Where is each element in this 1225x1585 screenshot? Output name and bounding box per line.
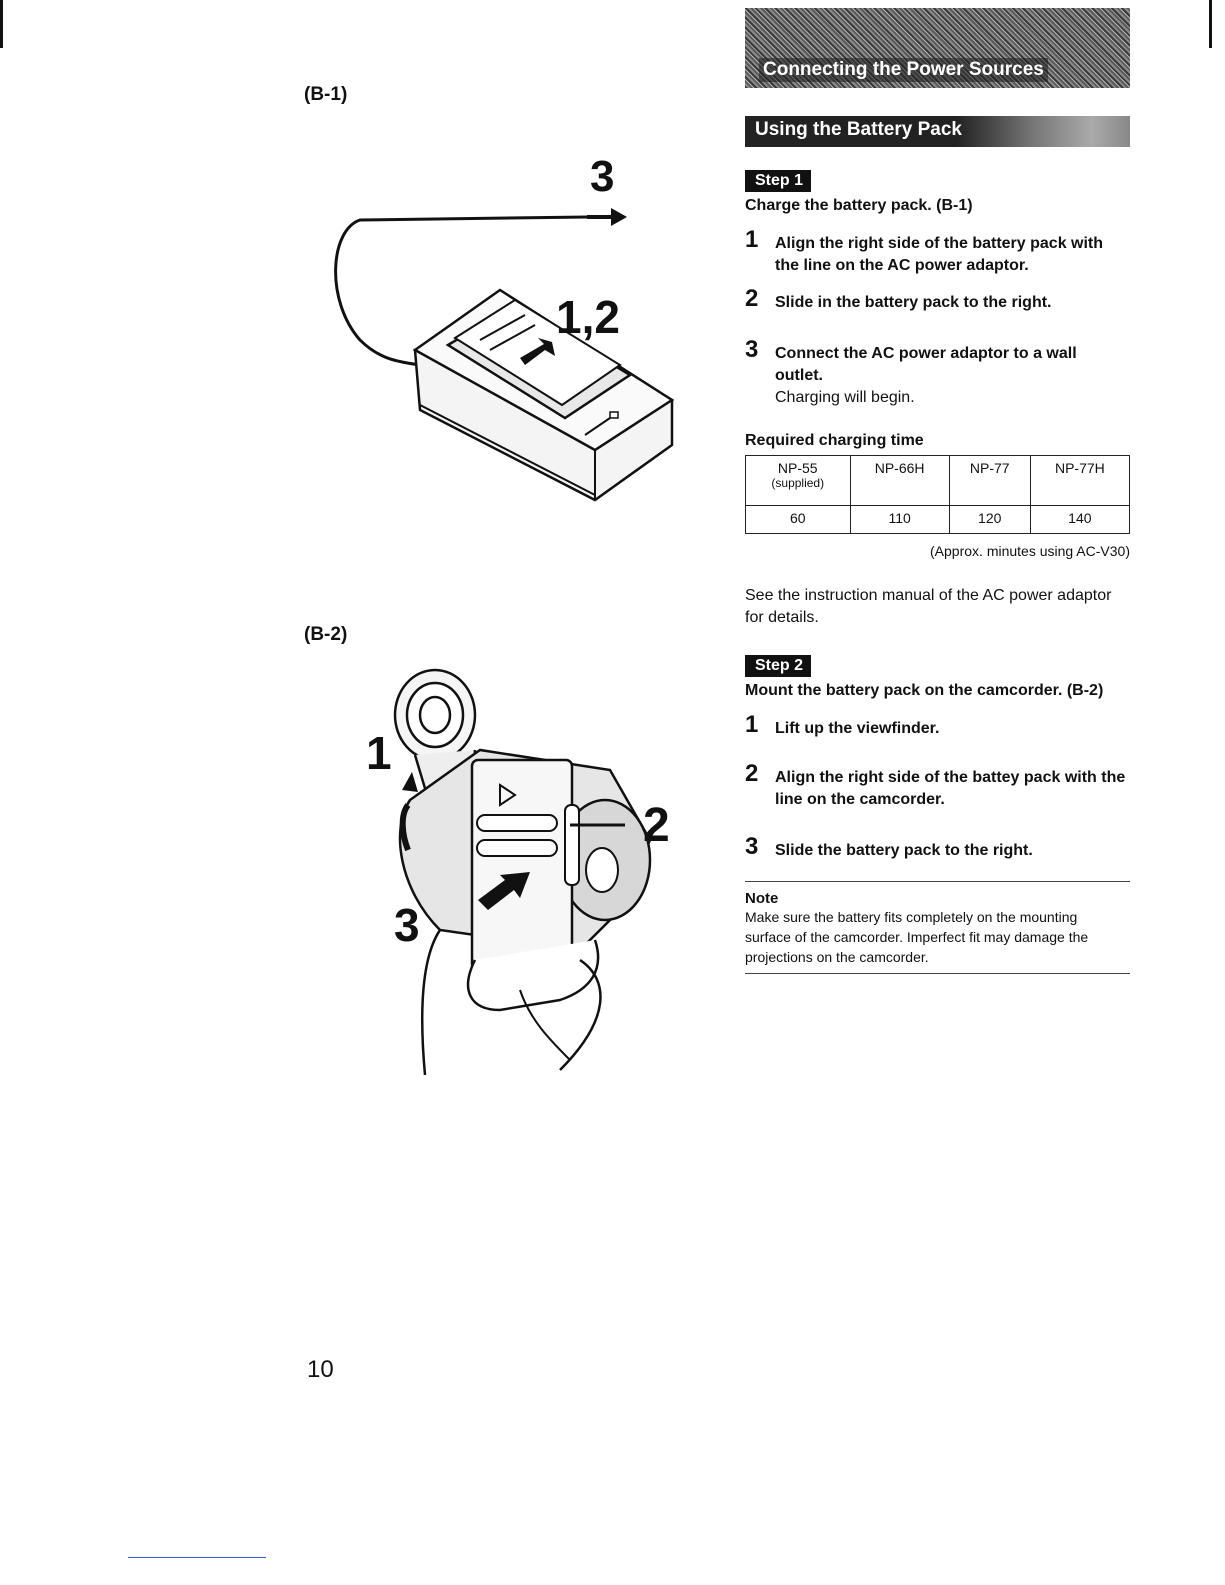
step1-item-text: Connect the AC power adaptor to a wall o… [775,345,1077,384]
table-cell: 140 [1029,505,1131,534]
table-cell: 60 [745,505,851,534]
step1-item: 1 Align the right side of the battery pa… [745,228,1130,277]
step1-item-text: Align the right side of the battery pack… [775,235,1104,274]
header-supplied: (supplied) [771,476,825,490]
figure-label-b2: (B-2) [304,624,348,645]
step1-item-text: Slide in the battery pack to the right. [775,294,1052,311]
callout-align-battery: 2 [643,799,670,852]
step2-item-text: Slide the battery pack to the right. [775,842,1033,859]
note-box: Note Make sure the battery fits complete… [745,881,1130,974]
camcorder-illustration [393,668,652,1076]
step2-heading: Mount the battery pack on the camcorder.… [745,682,1104,699]
step1-heading: Charge the battery pack. (B-1) [745,197,973,214]
step1-item-number: 2 [745,285,759,312]
step1-item-number: 3 [745,336,759,363]
battery-charger-illustration [334,215,675,502]
footer-line [128,1557,266,1558]
step2-item-text: Align the right side of the battey pack … [775,769,1126,808]
table-header-cell: NP-55 (supplied) [745,455,851,506]
header-np55: NP-55 [777,460,818,476]
subsection-title-banner: Using the Battery Pack [745,116,1130,147]
note-title: Note [745,890,779,907]
step2-badge-label: Step 2 [745,655,812,677]
step1-item-note: Charging will begin. [775,389,915,406]
step1-item: 2 Slide in the battery pack to the right… [745,287,1130,314]
table-cell: 120 [948,505,1031,534]
step2-item-number: 1 [745,711,759,738]
step1-item: 3 Connect the AC power adaptor to a wall… [745,338,1130,409]
step2-item-number: 3 [745,833,759,860]
table-header-row: NP-55 (supplied) NP-66H NP-77 NP-77H [745,455,1131,506]
charging-time-table: NP-55 (supplied) NP-66H NP-77 NP-77H 60 … [745,455,1131,534]
note-text: Make sure the battery fits completely on… [745,909,1089,965]
callout-lift-viewfinder: 1 [366,727,392,779]
table-header-cell: NP-77H [1029,455,1131,506]
step2-item-number: 2 [745,760,759,787]
charging-table-title: Required charging time [745,432,924,449]
table-header-cell: NP-66H [849,455,950,506]
table-row: 60 110 120 140 [745,505,1131,534]
charging-table-caption: (Approx. minutes using AC-V30) [930,543,1130,559]
step2-item: 2 Align the right side of the battey pac… [745,762,1130,811]
table-cell: 110 [849,505,950,534]
arrow-right-icon [587,208,627,226]
step1-badge-label: Step 1 [745,170,812,192]
step1-badge: Step 1 [745,170,812,192]
page-number: 10 [307,1356,334,1383]
subsection-title: Using the Battery Pack [755,119,962,140]
step1-item-number: 1 [745,226,759,253]
step2-item: 1 Lift up the viewfinder. [745,713,1130,740]
figure-label-b1: (B-1) [304,84,348,105]
step2-badge: Step 2 [745,655,812,677]
callout-steps-1-2: 1,2 [556,291,620,343]
see-manual-text: See the instruction manual of the AC pow… [745,587,1112,626]
callout-step-3: 3 [590,152,615,201]
step2-item: 3 Slide the battery pack to the right. [745,835,1130,862]
section-title: Connecting the Power Sources [759,58,1048,82]
scan-edge-mark-right [1209,0,1212,48]
section-title-banner: Connecting the Power Sources [745,8,1130,88]
step2-item-text: Lift up the viewfinder. [775,720,940,737]
scan-edge-mark-left [0,0,3,48]
callout-slide-battery: 3 [394,899,420,951]
table-header-cell: NP-77 [948,455,1031,506]
